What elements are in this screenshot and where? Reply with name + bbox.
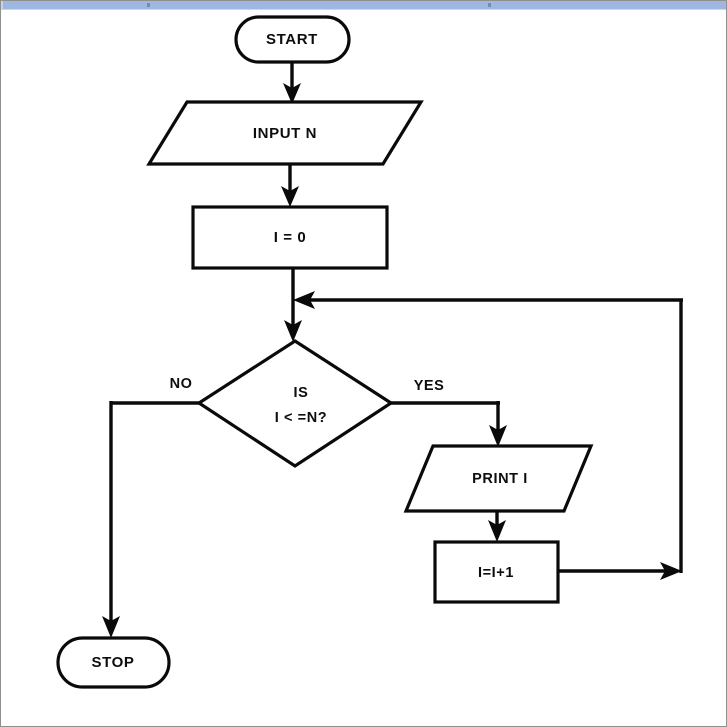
node-input-label: INPUT N [253,125,317,142]
node-decision-label-line1: IS [294,385,309,401]
node-print[interactable]: PRINT I [403,444,594,513]
node-incr-label: I=I+1 [478,565,514,581]
node-init[interactable]: I = 0 [191,205,389,270]
node-start-label: START [266,31,318,48]
node-decision-label-line2: I < =N? [275,410,328,426]
node-stop-label: STOP [92,654,135,671]
node-incr[interactable]: I=I+1 [433,540,560,604]
connector-loop-back [293,291,683,580]
document-ruler[interactable] [1,1,726,10]
connector-yes-branch [389,401,507,447]
connector-start-to-input [283,61,301,104]
ruler-left-cap [1,1,3,10]
node-decision[interactable]: IS I < =N? [196,339,394,468]
node-start[interactable]: START [234,15,351,64]
node-input[interactable]: INPUT N [146,100,424,166]
connector-init-to-decision [284,268,302,342]
edge-label-yes: YES [414,378,445,394]
ruler-tick [488,3,491,7]
connector-no-branch [102,401,199,638]
node-init-label: I = 0 [274,229,307,246]
node-print-label: PRINT I [472,471,528,487]
edge-label-no: NO [170,376,193,392]
ruler-tick [147,3,150,7]
node-stop[interactable]: STOP [56,636,171,689]
connector-print-to-incr [488,511,506,542]
connector-input-to-init [281,164,299,207]
